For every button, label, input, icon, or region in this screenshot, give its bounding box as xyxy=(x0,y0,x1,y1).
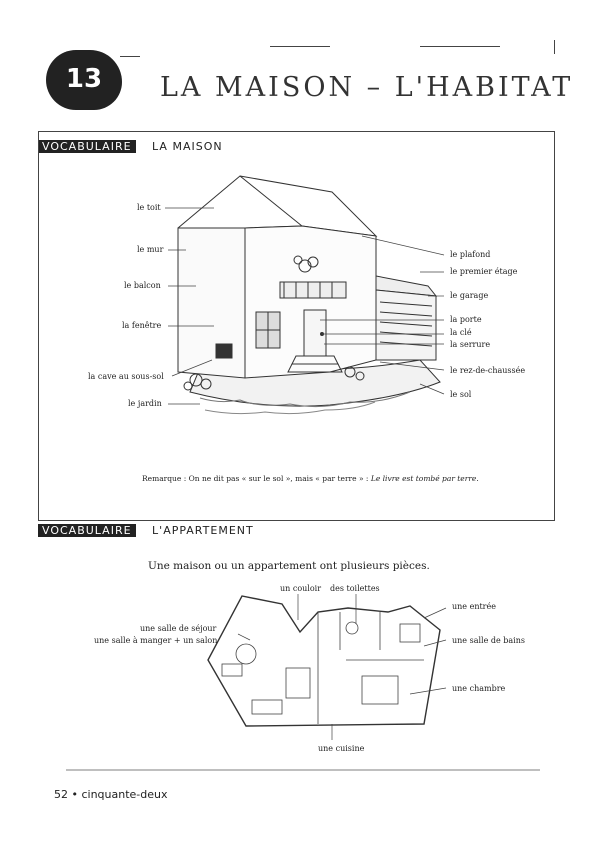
label-fenetre: la fenêtre xyxy=(122,321,162,330)
label-salle-manger-salon: une salle à manger + un salon xyxy=(94,636,218,645)
label-sol: le sol xyxy=(450,390,472,399)
label-toit: le toit xyxy=(137,203,161,212)
label-toilettes: des toilettes xyxy=(330,584,380,593)
label-cle: la clé xyxy=(450,328,472,337)
section2-heading: VOCABULAIRE L'APPARTEMENT xyxy=(38,524,254,537)
label-mur: le mur xyxy=(137,245,164,254)
header-vertical xyxy=(554,40,555,54)
label-cave: la cave au sous-sol xyxy=(88,372,164,381)
label-rez: le rez-de-chaussée xyxy=(450,366,526,375)
remark-example: Le livre est tombé par terre. xyxy=(370,474,479,483)
label-sejour: une salle de séjour xyxy=(140,624,217,633)
header-rule xyxy=(120,56,140,57)
section2-title: L'APPARTEMENT xyxy=(152,524,254,537)
label-serrure: la serrure xyxy=(450,340,491,349)
section2-tag: VOCABULAIRE xyxy=(38,524,136,537)
label-chambre: une chambre xyxy=(452,684,506,693)
section1-right-rule xyxy=(554,131,555,521)
label-garage: le garage xyxy=(450,291,489,300)
unit-number: 13 xyxy=(65,64,103,94)
header-rule-right xyxy=(270,46,330,47)
label-cuisine: une cuisine xyxy=(318,744,365,753)
floor-plan xyxy=(207,595,441,727)
section1-rule xyxy=(38,131,554,132)
label-balcon: le balcon xyxy=(124,281,161,290)
page-title: LA MAISON – L'HABITAT xyxy=(160,72,574,103)
label-jardin: le jardin xyxy=(128,399,162,408)
label-premier-etage: le premier étage xyxy=(450,267,518,276)
section1-tag: VOCABULAIRE xyxy=(38,140,136,153)
section1-title: LA MAISON xyxy=(152,140,223,153)
remark-prefix: Remarque : On ne dit pas « sur le sol »,… xyxy=(142,474,369,483)
section1-left-rule xyxy=(38,131,39,521)
label-couloir: un couloir xyxy=(280,584,322,593)
intro-text: Une maison ou un appartement ont plusieu… xyxy=(148,560,430,572)
label-plafond: le plafond xyxy=(450,250,491,259)
remark-note: Remarque : On ne dit pas « sur le sol »,… xyxy=(142,474,479,483)
label-porte: la porte xyxy=(450,315,482,324)
unit-badge: 13 xyxy=(46,50,122,110)
section1-heading: VOCABULAIRE LA MAISON xyxy=(38,140,223,153)
section2-rule xyxy=(38,520,554,521)
label-salle-bains: une salle de bains xyxy=(452,636,525,645)
page-footer: 52 • cinquante-deux xyxy=(54,788,168,801)
label-entree: une entrée xyxy=(452,602,496,611)
header-rule-right-2 xyxy=(420,46,500,47)
